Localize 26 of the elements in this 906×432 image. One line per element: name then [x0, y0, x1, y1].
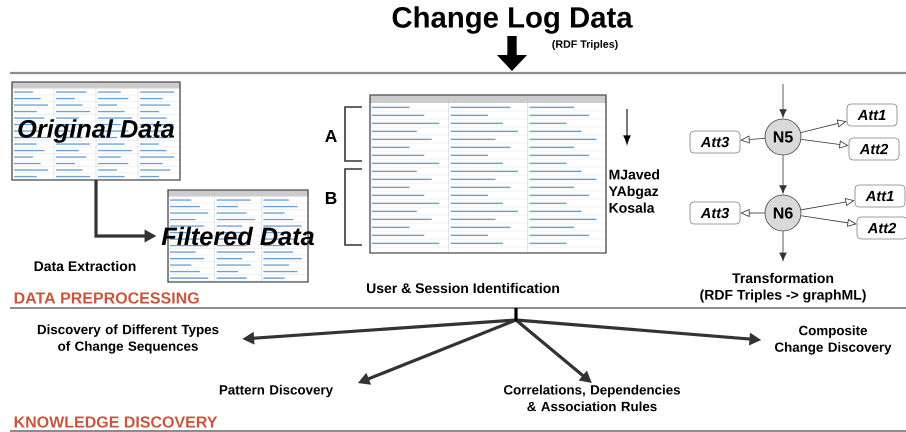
graph-node: N6	[764, 194, 802, 232]
arrow	[779, 84, 787, 118]
arrow	[779, 155, 787, 194]
attribute-box: Att3	[690, 130, 740, 154]
group-letter: B	[326, 192, 336, 204]
attribute-box: Att2	[856, 216, 906, 240]
step-label: Data Extraction	[34, 260, 136, 272]
step-label: (RDF Triples -> graphML)	[700, 289, 866, 303]
arrow	[779, 231, 787, 261]
process-label: Pattern Discovery	[220, 384, 333, 398]
attribute-box: Att1	[854, 184, 906, 208]
step-label: User & Session Identification	[366, 282, 559, 294]
title: Change Log Data	[392, 6, 633, 34]
step-label: Transformation	[732, 272, 834, 284]
note-label: (RDF Triples)	[552, 40, 618, 50]
section-heading: DATA PREPROCESSING	[14, 292, 199, 304]
attribute-box: Att1	[846, 104, 898, 126]
process-label: Correlations, Dependencies & Association Rules	[504, 384, 680, 412]
attribute-box: Att3	[690, 202, 740, 224]
process-label: Discovery of Different Types of Change Sequences	[38, 324, 218, 354]
section-heading: KNOWLEDGE DISCOVERY	[14, 416, 218, 428]
attribute-box: Att2	[848, 138, 900, 160]
process-label: Composite Change Discovery	[775, 325, 892, 355]
group-letter: A	[325, 130, 337, 142]
graph-node: N5	[764, 118, 802, 156]
step-label: MJaved YAbgaz Kosala	[608, 169, 660, 213]
